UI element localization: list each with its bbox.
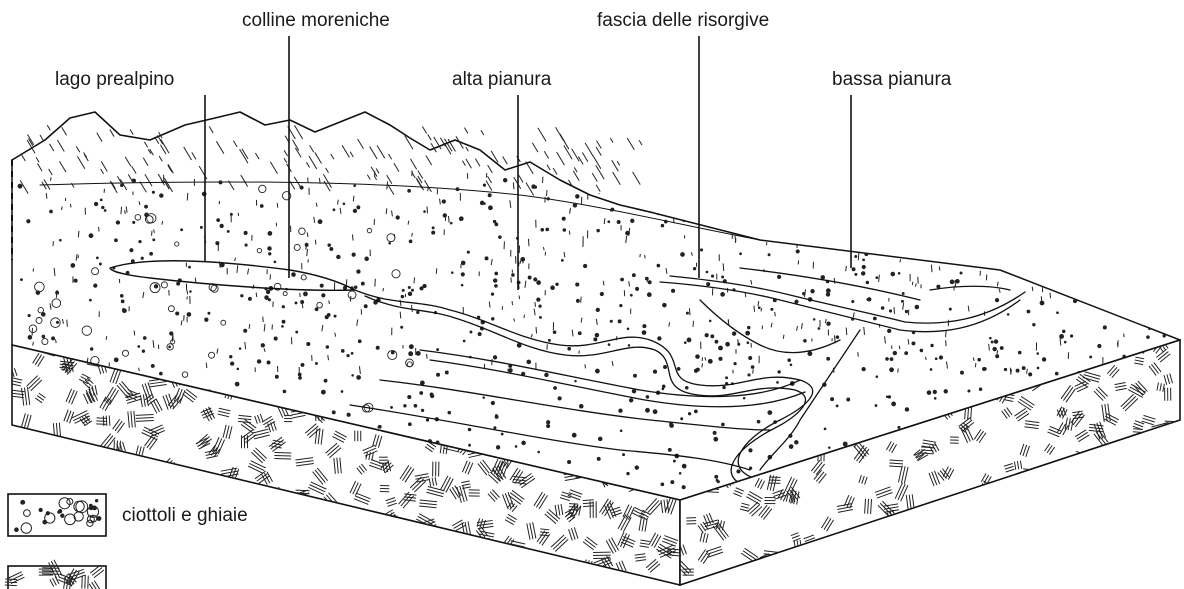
label-colline-moreniche: colline moreniche xyxy=(242,10,390,278)
svg-text:alta pianura: alta pianura xyxy=(452,69,552,90)
svg-text:bassa pianura: bassa pianura xyxy=(832,69,952,90)
svg-text:lago prealpino: lago prealpino xyxy=(55,69,174,90)
label-alta-pianura: alta pianura xyxy=(452,69,552,290)
legend-gravel-swatch xyxy=(8,494,106,536)
mountain-range xyxy=(12,112,650,212)
legend-rock-swatch xyxy=(5,560,106,589)
front-section xyxy=(5,334,682,589)
svg-text:colline moreniche: colline moreniche xyxy=(242,10,390,31)
legend-gravel-label: ciottoli e ghiaie xyxy=(122,505,248,526)
legend: ciottoli e ghiaie xyxy=(5,494,248,589)
label-fascia-risorgive: fascia delle risorgive xyxy=(597,10,769,278)
lake-shape xyxy=(110,261,355,291)
svg-text:fascia delle risorgive: fascia delle risorgive xyxy=(597,10,769,31)
label-bassa-pianura: bassa pianura xyxy=(832,69,952,268)
